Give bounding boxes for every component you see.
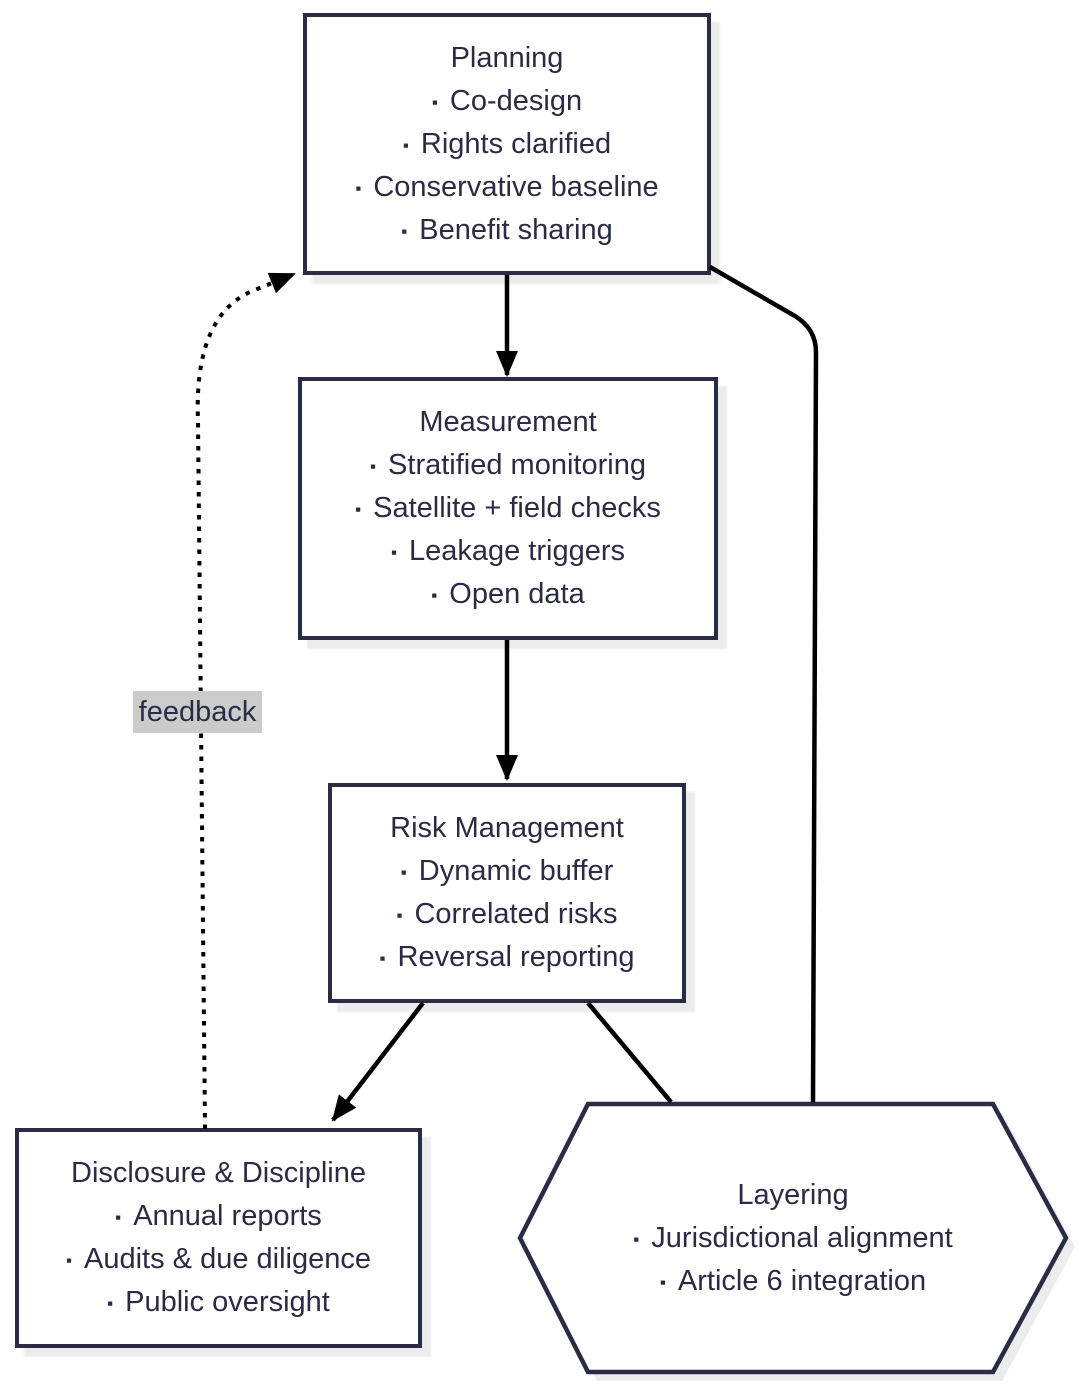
node-disclosure-discipline: Disclosure & Discipline ▪Annual reports▪… <box>15 1128 422 1348</box>
node-bullet-list: ▪ Stratified monitoring ▪ Satellite + field… <box>355 444 661 616</box>
bullet-text: Correlated risks <box>414 898 618 930</box>
bullet-item: ▪ Correlated risks <box>380 893 635 936</box>
edge-risk-disclosure <box>331 1001 425 1122</box>
node-measurement: Measurement ▪ Stratified monitoring ▪ Satel… <box>298 377 718 640</box>
bullet-item: ▪ Satellite + field checks <box>355 487 661 530</box>
node-title: Disclosure & Discipline <box>71 1157 366 1189</box>
bullet-text: Public oversight <box>125 1286 330 1318</box>
bullet-item: ▪ Stratified monitoring <box>355 444 661 487</box>
node-bullet-list: ▪ Jurisdictional alignment ▪ Article 6 inte… <box>633 1217 952 1303</box>
node-title: Layering <box>737 1178 849 1211</box>
feedback-edge-label: feedback <box>133 691 262 733</box>
layering-hexagon-shadow <box>529 1113 1075 1381</box>
bullet-square-icon: ▪ <box>400 863 407 882</box>
bullet-text: Reversal reporting <box>397 941 635 973</box>
bullet-text: Stratified monitoring <box>388 449 646 481</box>
bullet-text: Rights clarified <box>420 127 612 160</box>
layering-hexagon-shape <box>517 1101 1069 1375</box>
bullet-text: Satellite + field checks <box>373 492 661 524</box>
bullet-square-icon: ▪ <box>431 92 438 112</box>
node-bullet-list: ▪ Dynamic buffer ▪ Correlated risks ▪ Reversa… <box>380 850 635 979</box>
bullet-square-icon: ▪ <box>396 906 403 925</box>
bullet-item: ▪ Benefit sharing <box>355 209 658 252</box>
bullet-text: Co-design <box>449 84 583 117</box>
bullet-text: Article 6 integration <box>677 1264 927 1297</box>
bullet-square-icon: ▪ <box>355 178 362 198</box>
bullet-item: ▪ Dynamic buffer <box>380 850 635 893</box>
bullet-square-icon: ▪ <box>115 1208 122 1227</box>
edge-planning-layering <box>708 265 819 1103</box>
bullet-square-icon: ▪ <box>107 1294 114 1313</box>
bullet-item: ▪ Rights clarified <box>355 123 658 166</box>
bullet-item: ▪ Co-design <box>355 80 658 123</box>
bullet-square-icon: ▪ <box>401 221 408 241</box>
bullet-square-icon: ▪ <box>431 586 438 605</box>
bullet-item: ▪ Article 6 integration <box>633 1260 952 1303</box>
node-bullet-list: ▪ Annual reports ▪ Audits & due diligence ▪ P… <box>66 1195 371 1324</box>
edge-risk-layering <box>586 1001 673 1104</box>
bullet-item: ▪ Conservative baseline <box>355 166 658 209</box>
bullet-text: Leakage triggers <box>408 535 626 567</box>
bullet-item: ▪ Audits & due diligence <box>66 1238 371 1281</box>
node-bullet-list: ▪ Co-design ▪ Rights clarified ▪ Conservative… <box>355 80 658 252</box>
bullet-square-icon: ▪ <box>659 1272 666 1292</box>
bullet-item: ▪ Public oversight <box>66 1281 371 1324</box>
bullet-square-icon: ▪ <box>390 543 397 562</box>
bullet-square-icon: ▪ <box>65 1251 73 1270</box>
bullet-item: ▪ Leakage triggers <box>355 530 661 573</box>
node-risk-management: Risk Management ▪ Dynamic buffer ▪ Correlat… <box>328 783 686 1003</box>
node-title: Risk Management <box>390 812 624 844</box>
bullet-text: Jurisdictional alignment <box>651 1221 953 1254</box>
node-planning: Planning ▪ Co-design ▪ Rights clarified ▪ Con… <box>303 13 711 275</box>
bullet-text: Annual reports <box>133 1200 322 1232</box>
bullet-square-icon: ▪ <box>370 457 377 476</box>
bullet-text: Audits & due diligence <box>84 1243 371 1275</box>
node-title: Planning <box>450 41 564 74</box>
bullet-text: Conservative baseline <box>373 170 659 203</box>
bullet-square-icon: ▪ <box>355 500 362 519</box>
bullet-item: ▪ Open data <box>355 573 661 616</box>
node-layering: Layering ▪ Jurisdictional alignment ▪ Artic… <box>520 1104 1066 1372</box>
bullet-text: Dynamic buffer <box>418 855 614 887</box>
node-title: Measurement <box>419 406 597 438</box>
bullet-square-icon: ▪ <box>379 949 386 968</box>
bullet-text: Open data <box>449 578 585 610</box>
bullet-text: Benefit sharing <box>419 213 613 246</box>
bullet-item: ▪ Reversal reporting <box>380 936 635 979</box>
bullet-item: ▪ Annual reports <box>66 1195 371 1238</box>
bullet-item: ▪ Jurisdictional alignment <box>633 1217 952 1260</box>
bullet-square-icon: ▪ <box>402 135 409 155</box>
bullet-square-icon: ▪ <box>633 1229 640 1249</box>
